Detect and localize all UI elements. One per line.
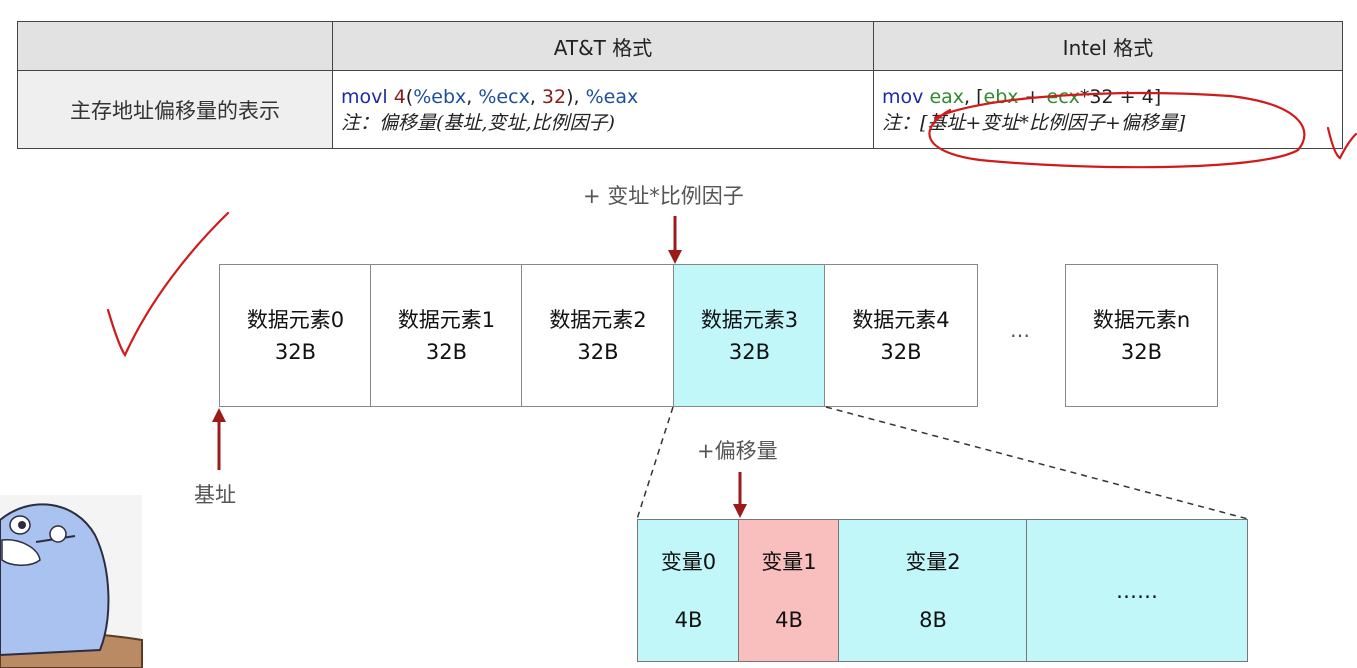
att-open: ( (405, 85, 414, 108)
element-size: 32B (880, 339, 922, 364)
intel-comma: , (964, 85, 977, 108)
element-name: 数据元素3 (700, 307, 799, 332)
element-size: 32B (728, 339, 771, 364)
base-label: 基址 (194, 483, 236, 507)
var-size: 4B (775, 607, 803, 632)
att-instruction: movl 4(%ebx, %ecx, 32), %eax (341, 84, 873, 110)
intel-rest: *32 + 4 (1079, 85, 1154, 108)
var-size: 4B (674, 607, 703, 632)
element-name: 数据元素4 (852, 307, 950, 332)
element-name: 数据元素2 (549, 307, 647, 332)
struct-ellipsis: …… (1116, 578, 1158, 603)
att-scale: 32 (541, 85, 567, 108)
intel-note: 注：[基址+变址*比例因子+偏移量] (882, 111, 1186, 134)
array-element-2: 数据元素2 32B (521, 264, 675, 407)
base-arrowhead (212, 408, 226, 422)
att-index: %ecx (478, 85, 530, 108)
element-name: 数据元素0 (246, 307, 345, 332)
bird-sticker-icon (0, 495, 143, 668)
offset-label: +偏移量 (697, 439, 778, 463)
element-name: 数据元素1 (397, 307, 496, 332)
array-element-0: 数据元素0 32B (219, 264, 372, 407)
index-scale-arrowhead (668, 250, 682, 264)
header-att: AT&T 格式 (332, 21, 874, 71)
element-size: 32B (577, 339, 619, 364)
array-element-1: 数据元素1 32B (370, 264, 523, 407)
checkmark-annotation (106, 211, 230, 358)
element-name: 数据元素n (1092, 307, 1191, 332)
header-blank (17, 21, 333, 71)
att-sep2: , (529, 85, 542, 108)
intel-base: ebx (983, 85, 1019, 108)
intel-dest: eax (929, 85, 965, 108)
var-name: 变量1 (761, 549, 817, 574)
att-sep1: , (466, 85, 479, 108)
table-row: 主存地址偏移量的表示 movl 4(%ebx, %ecx, 32), %eax … (17, 70, 1343, 149)
intel-plus: + (1018, 85, 1047, 108)
att-base: %ebx (413, 85, 467, 108)
intel-open: [ (976, 85, 984, 108)
att-dest: %eax (585, 85, 639, 108)
struct-var-2: 变量2 8B (838, 519, 1028, 662)
header-intel: Intel 格式 (873, 21, 1343, 71)
struct-var-1: 变量1 4B (738, 519, 840, 662)
array-ellipsis: … (1010, 318, 1030, 342)
element-size: 32B (425, 339, 468, 364)
row-label: 主存地址偏移量的表示 (17, 70, 333, 149)
att-note: 注：偏移量(基址,变址,比例因子) (341, 111, 615, 134)
struct-var-more: …… (1026, 519, 1248, 662)
var-name: 变量0 (660, 549, 717, 574)
zoom-connector-right (825, 406, 1249, 520)
index-scale-label: + 变址*比例因子 (583, 184, 744, 208)
element-size: 32B (274, 339, 317, 364)
struct-var-0: 变量0 4B (637, 519, 740, 662)
att-cell: movl 4(%ebx, %ecx, 32), %eax 注：偏移量(基址,变址… (332, 70, 874, 149)
intel-op: mov (882, 85, 924, 108)
format-table: AT&T 格式 Intel 格式 主存地址偏移量的表示 movl 4(%ebx,… (17, 21, 1343, 149)
var-name: 变量2 (905, 549, 961, 574)
offset-arrowhead (733, 504, 747, 518)
array-element-n: 数据元素n 32B (1065, 264, 1218, 407)
element-size: 32B (1120, 339, 1163, 364)
att-disp: 4 (393, 85, 406, 108)
array-element-4: 数据元素4 32B (824, 264, 978, 407)
att-close: ), (566, 85, 586, 108)
zoom-connector-left (636, 406, 674, 520)
table-header-row: AT&T 格式 Intel 格式 (17, 21, 1343, 71)
att-op: movl (341, 85, 388, 108)
array-element-3: 数据元素3 32B (673, 264, 826, 407)
intel-cell: mov eax, [ebx + ecx*32 + 4] 注：[基址+变址*比例因… (873, 70, 1343, 149)
intel-close: ] (1153, 85, 1162, 108)
var-size: 8B (919, 607, 947, 632)
intel-instruction: mov eax, [ebx + ecx*32 + 4] (882, 84, 1342, 110)
intel-index: ecx (1046, 85, 1080, 108)
